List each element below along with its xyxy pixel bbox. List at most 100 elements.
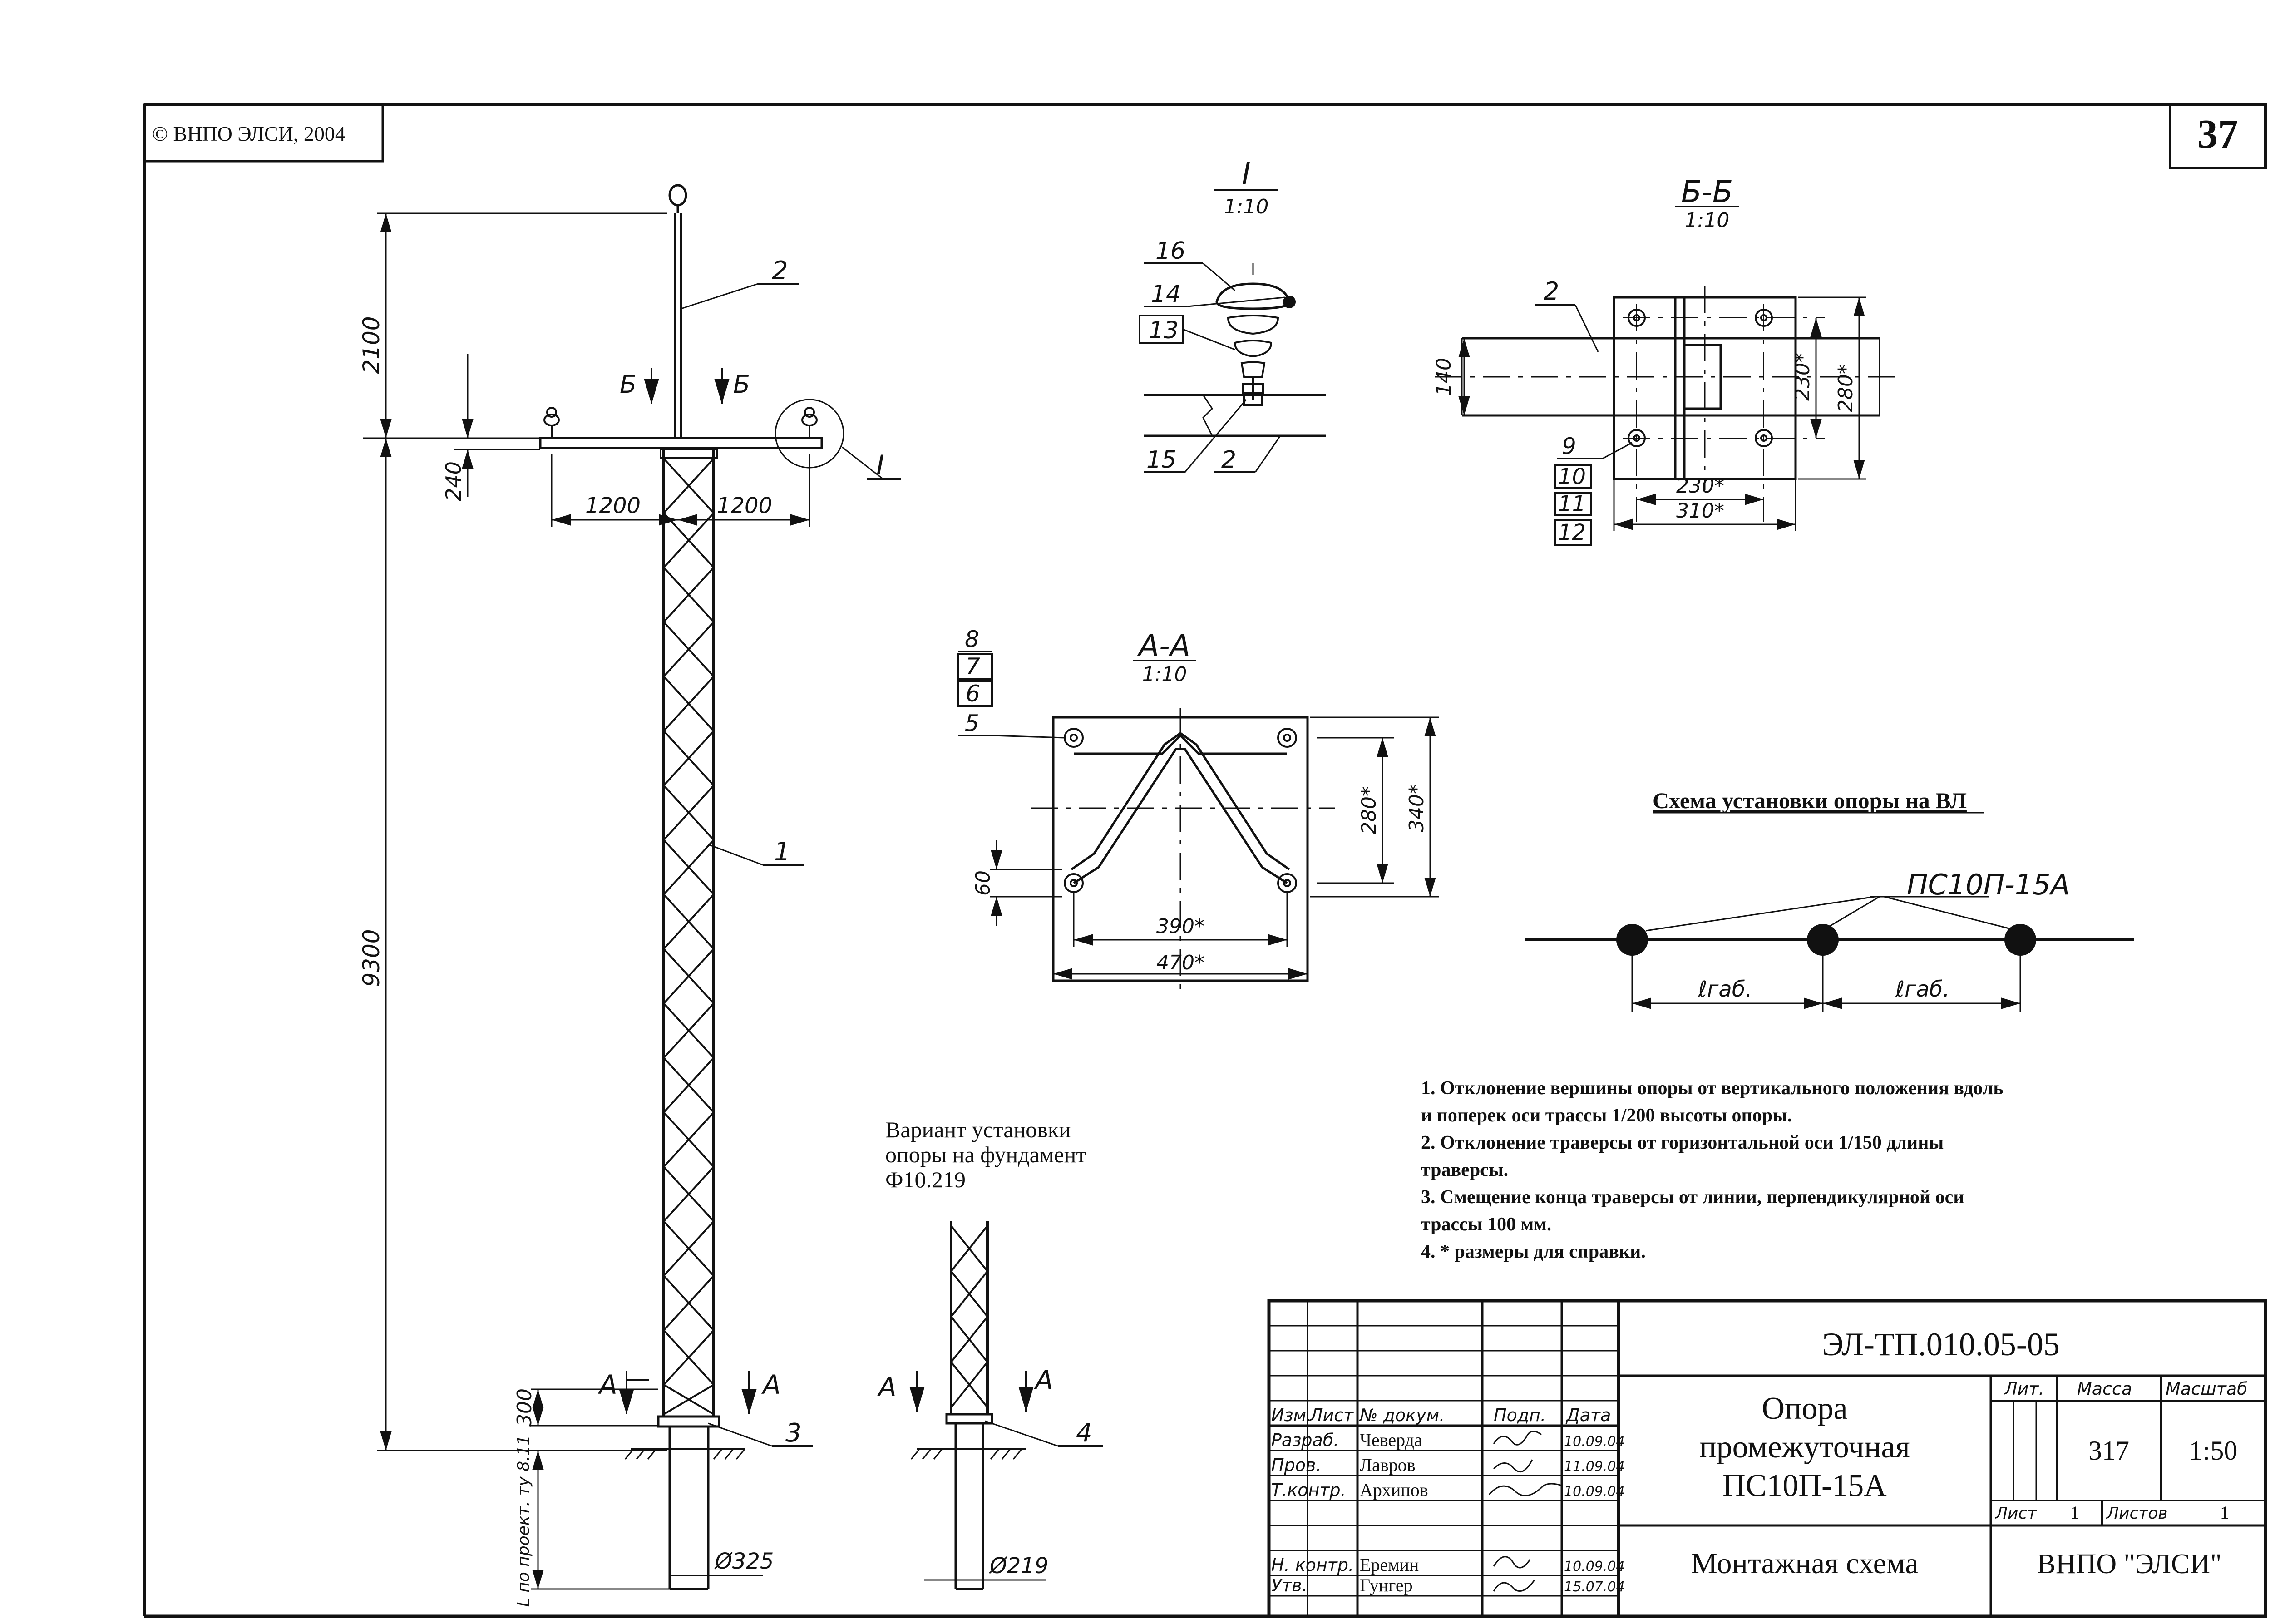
dim-300: 300 <box>513 1388 536 1427</box>
note-line-4: траверсы. <box>1421 1160 1508 1180</box>
tb-date-3: 10.09.04 <box>1564 1484 1625 1500</box>
detail-i-title: I <box>1242 156 1250 191</box>
aa-dim-60: 60 <box>972 870 995 896</box>
bb-dim-310-h: 310* <box>1676 499 1724 523</box>
bb-callout-2: 2 <box>1544 277 1559 306</box>
section-aa-scale: 1:10 <box>1142 663 1187 686</box>
dim-9300: 9300 <box>358 929 385 987</box>
variant-cut-right: А <box>1033 1365 1053 1396</box>
dim-2100: 2100 <box>358 316 385 374</box>
dim-embed: L по проект. ту 8.11 <box>514 1435 533 1607</box>
note-line-7: 4. * размеры для справки. <box>1421 1241 1646 1262</box>
bb-callout-9: 9 <box>1562 433 1576 459</box>
notes: 1. Отклонение вершины опоры от вертикаль… <box>1421 1078 2004 1262</box>
sheet-frame <box>143 103 2265 1618</box>
bb-dim-140: 140 <box>1432 358 1456 396</box>
main-pole-view: I 2 1 3 Б Б А А <box>358 184 901 1607</box>
section-bb-scale: 1:10 <box>1685 209 1730 232</box>
dim-1200-right: 1200 <box>717 493 772 518</box>
detail-i-callout-15: 15 <box>1146 446 1176 474</box>
copyright-text: © ВНПО ЭЛСИ, 2004 <box>152 122 345 145</box>
tb-sheet-value: 1 <box>2070 1502 2079 1523</box>
node-i-label: I <box>876 449 884 481</box>
tb-col-sign: Подп. <box>1494 1405 1546 1425</box>
tb-sheets-value: 1 <box>2220 1502 2229 1523</box>
note-line-6: трассы 100 мм. <box>1421 1214 1551 1235</box>
variant-d219: Ø219 <box>989 1553 1048 1579</box>
note-line-3: 2. Отклонение траверсы от горизонтальной… <box>1421 1132 1944 1153</box>
tb-name-3: Архипов <box>1360 1480 1428 1500</box>
tb-name-line-1: Опора <box>1762 1391 1847 1426</box>
aa-callout-7: 7 <box>966 653 980 680</box>
variant-caption-3: Ф10.219 <box>885 1167 966 1192</box>
tb-date-5: 15.07.04 <box>1564 1579 1625 1595</box>
tb-role-4: Н. контр. <box>1271 1555 1354 1575</box>
detail-i-scale: 1:10 <box>1224 195 1269 218</box>
bb-dim-230-h: 230* <box>1676 474 1724 498</box>
sheet-number: 37 <box>2197 112 2238 157</box>
copyright-box: © ВНПО ЭЛСИ, 2004 <box>143 103 384 163</box>
variant-callout-4: 4 <box>1076 1418 1092 1448</box>
tb-date-1: 10.09.04 <box>1564 1434 1625 1450</box>
callout-1: 1 <box>774 837 790 867</box>
section-aa: А-А 1:10 60 280* 340* <box>957 626 1439 990</box>
tb-scale-value: 1:50 <box>2189 1436 2238 1466</box>
aa-dim-280: 280* <box>1357 786 1381 834</box>
tb-name-2: Лавров <box>1360 1455 1416 1475</box>
dim-240: 240 <box>441 461 466 501</box>
tb-org: ВНПО "ЭЛСИ" <box>2037 1549 2222 1580</box>
note-line-5: 3. Смещение конца траверсы от линии, пер… <box>1421 1187 1964 1208</box>
bb-dim-230-v: 230* <box>1791 353 1814 401</box>
aa-dim-470: 470* <box>1156 951 1204 974</box>
detail-i-callout-13: 13 <box>1149 317 1179 344</box>
aa-callout-6: 6 <box>966 681 980 707</box>
tb-name-1: Чеверда <box>1360 1430 1422 1450</box>
signature-scribbles <box>1488 1431 1562 1592</box>
tb-role-5: Утв. <box>1271 1575 1308 1595</box>
bb-dim-280-v: 280* <box>1834 364 1857 412</box>
detail-i-callout-2: 2 <box>1221 446 1236 474</box>
tb-col-date: Дата <box>1565 1405 1611 1425</box>
tb-col-izm: Изм. <box>1271 1405 1312 1425</box>
detail-i-callout-14: 14 <box>1151 281 1181 308</box>
section-aa-title: А-А <box>1137 628 1190 663</box>
scheme-span-2: ℓгаб. <box>1895 977 1949 1002</box>
tb-role-2: Пров. <box>1271 1455 1321 1475</box>
tb-subtitle: Монтажная схема <box>1691 1547 1918 1580</box>
tb-lit-label: Лит. <box>2004 1379 2044 1399</box>
tb-sheet-label: Лист <box>1994 1504 2037 1523</box>
aa-callout-5: 5 <box>965 710 979 736</box>
bb-callout-12: 12 <box>1558 520 1586 545</box>
aa-dim-390: 390* <box>1156 915 1204 938</box>
tb-date-4: 10.09.04 <box>1564 1559 1625 1575</box>
variant-caption-2: опоры на фундамент <box>885 1142 1086 1167</box>
scheme-span-1: ℓгаб. <box>1698 977 1752 1002</box>
tb-role-1: Разраб. <box>1271 1430 1339 1450</box>
cut-b-left-label: Б <box>620 370 637 399</box>
sheet-number-box: 37 <box>2169 103 2267 169</box>
foundation-variant: Вариант установки опоры на фундамент Ф10… <box>877 1117 1103 1590</box>
variant-caption-1: Вариант установки <box>885 1117 1071 1142</box>
tb-mass-label: Масса <box>2077 1379 2132 1399</box>
dim-d325: Ø325 <box>714 1549 774 1574</box>
tb-name-line-3: ПС10П-15А <box>1722 1468 1887 1503</box>
aa-dim-340: 340* <box>1405 784 1428 832</box>
bb-callout-11: 11 <box>1558 491 1586 517</box>
aa-callout-8: 8 <box>965 626 979 652</box>
scheme-pole-label: ПС10П-15А <box>1907 868 2070 901</box>
tb-col-list: Лист <box>1309 1405 1354 1425</box>
variant-cut-left: А <box>877 1372 897 1402</box>
cut-b-right-label: Б <box>733 370 750 399</box>
title-block: Изм. Лист № докум. Подп. Дата Разраб. Че… <box>1267 1299 2267 1618</box>
dim-1200-left: 1200 <box>585 493 641 518</box>
cut-a-left-label: А <box>597 1369 617 1400</box>
tb-sheets-label: Листов <box>2106 1504 2167 1523</box>
cut-a-right-label: А <box>761 1369 781 1400</box>
tb-name-4: Еремин <box>1360 1555 1419 1575</box>
callout-3: 3 <box>785 1418 802 1448</box>
tb-role-3: Т.контр. <box>1271 1480 1346 1500</box>
tb-name-line-2: промежуточная <box>1699 1430 1910 1465</box>
tb-mass-value: 317 <box>2088 1436 2129 1466</box>
detail-i: I 1:10 16 14 13 15 2 <box>1139 156 1326 474</box>
